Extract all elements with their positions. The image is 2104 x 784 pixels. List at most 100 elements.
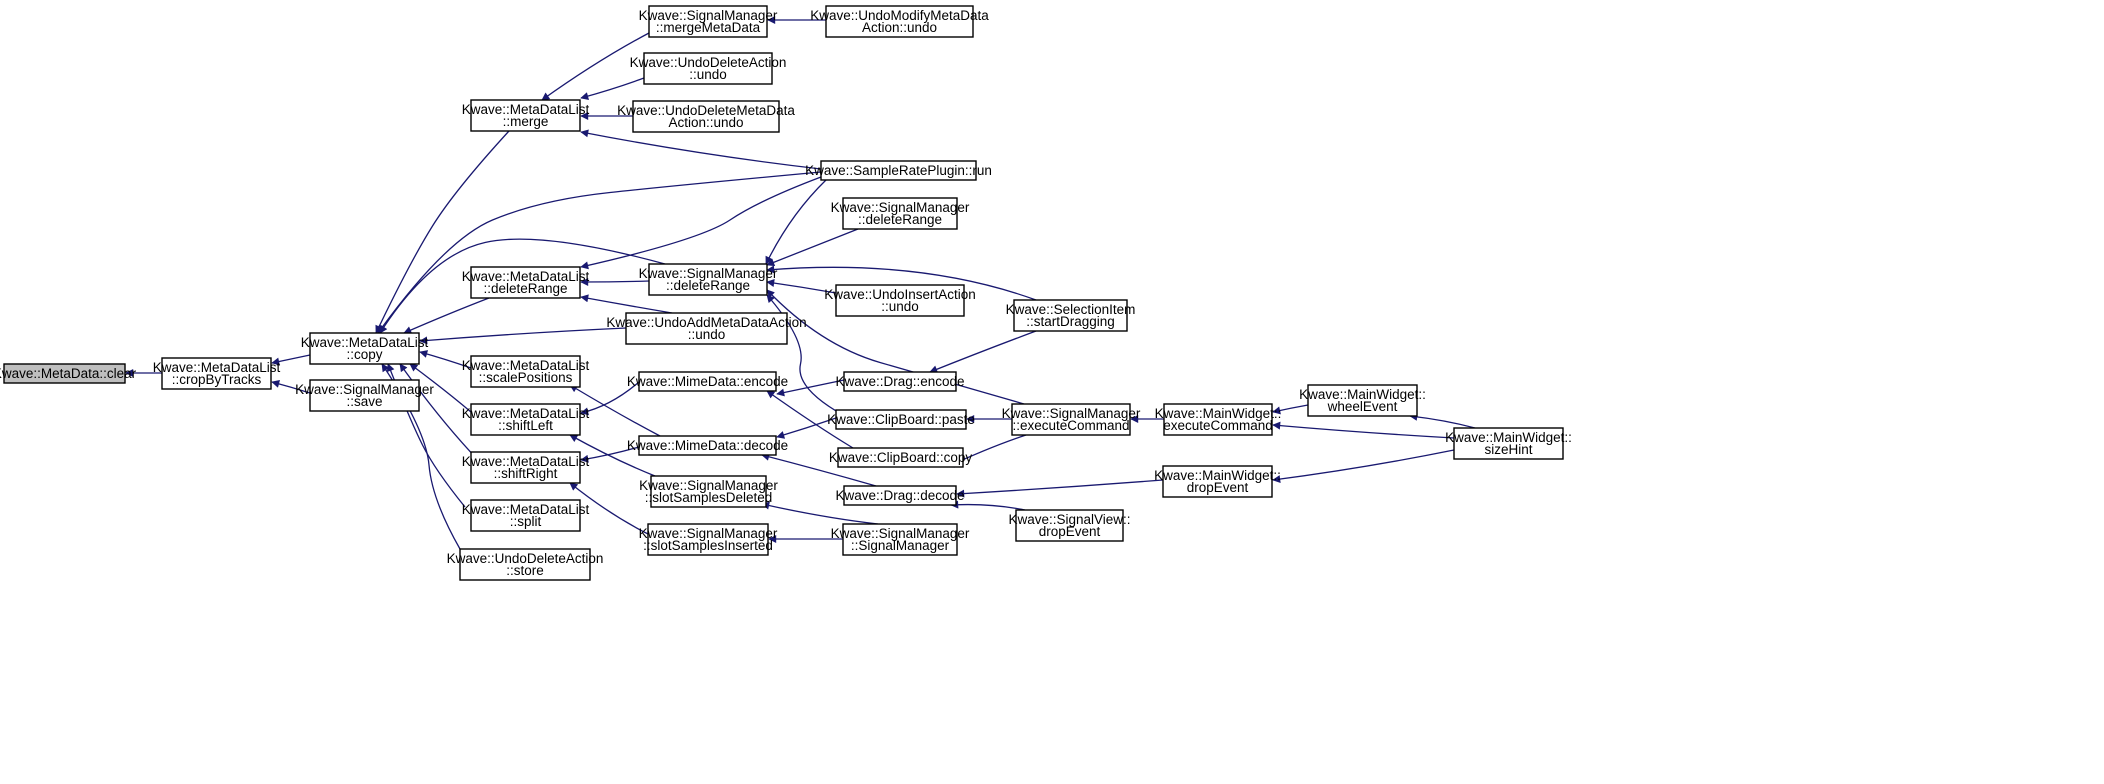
edge-mwSizeHint-to-mwExec bbox=[1272, 421, 1455, 439]
node-cbCopy[interactable]: Kwave::ClipBoard::copy bbox=[829, 447, 973, 468]
node-label-line: Kwave::UndoDeleteAction bbox=[630, 55, 787, 70]
edge-line bbox=[956, 479, 1164, 498]
node-udaStore[interactable]: Kwave::UndoDeleteAction::store bbox=[447, 548, 604, 581]
edge-line bbox=[375, 130, 510, 334]
node-srpRun[interactable]: Kwave::SampleRatePlugin::run bbox=[805, 160, 992, 181]
node-box bbox=[470, 99, 581, 132]
node-smExec[interactable]: Kwave::SignalManager::executeCommand bbox=[1002, 403, 1141, 436]
edge-line bbox=[580, 277, 650, 286]
node-label-line: Kwave::MainWidget:: bbox=[1154, 468, 1281, 483]
edge-line bbox=[761, 452, 877, 487]
node-udaUndo[interactable]: Kwave::UndoDeleteAction::undo bbox=[630, 52, 787, 85]
edge-line bbox=[409, 363, 472, 413]
node-label-line: Kwave::MimeData::decode bbox=[627, 438, 788, 453]
node-box bbox=[648, 5, 768, 38]
edge-line bbox=[379, 238, 666, 334]
node-mwExec[interactable]: Kwave::MainWidget::executeCommand bbox=[1155, 403, 1282, 436]
node-slotInserted[interactable]: Kwave::SignalManager::slotSamplesInserte… bbox=[639, 523, 778, 556]
edge-merge-to-copy bbox=[375, 130, 510, 334]
edge-mwWheel-to-mwExec bbox=[1272, 404, 1309, 415]
edge-siStartDrag-to-smDeleteRange bbox=[766, 265, 1037, 301]
edge-mergeMeta-to-merge bbox=[541, 32, 650, 101]
edge-line bbox=[761, 501, 879, 525]
edge-uiaUndo-to-smDeleteRange bbox=[766, 279, 837, 294]
node-uamdaUndo[interactable]: Kwave::UndoAddMetaDataAction::undo bbox=[606, 312, 807, 345]
edge-srpRun-to-smDeleteRange bbox=[765, 179, 827, 265]
node-copy[interactable]: Kwave::MetaDataList::copy bbox=[301, 332, 429, 365]
node-label-line: executeCommand bbox=[1163, 418, 1273, 433]
edge-line bbox=[580, 381, 640, 416]
node-shiftLeft[interactable]: Kwave::MetaDataList::shiftLeft bbox=[462, 403, 590, 436]
edge-dragDecode-to-mimeDecode bbox=[761, 452, 877, 487]
edge-dragEncode-to-mimeEncode bbox=[776, 379, 845, 397]
node-label-line: Kwave::Drag::encode bbox=[835, 374, 964, 389]
node-mergeMeta[interactable]: Kwave::SignalManager::mergeMetaData bbox=[639, 5, 778, 38]
node-label-line: Kwave::MainWidget:: bbox=[1445, 430, 1572, 445]
node-split[interactable]: Kwave::MetaDataList::split bbox=[462, 499, 590, 532]
node-cropByTracks[interactable]: Kwave::MetaDataList::cropByTracks bbox=[153, 357, 281, 390]
edge-mdlDeleteRange-to-copy bbox=[403, 297, 490, 334]
node-label-line: Kwave::UndoDeleteAction bbox=[447, 551, 604, 566]
node-label-line: ::deleteRange bbox=[483, 281, 567, 296]
node-siStartDrag[interactable]: Kwave::SelectionItem::startDragging bbox=[1006, 299, 1136, 332]
node-label-line: ::shiftLeft bbox=[498, 418, 553, 433]
node-box bbox=[638, 371, 777, 392]
node-label-line: Kwave::SampleRatePlugin::run bbox=[805, 163, 992, 178]
node-box bbox=[1011, 403, 1131, 436]
node-smCtor[interactable]: Kwave::SignalManager::SignalManager bbox=[831, 523, 970, 556]
edge-shiftRight-to-copy bbox=[399, 363, 479, 461]
node-label-line: Action::undo bbox=[862, 20, 937, 35]
node-box bbox=[1453, 427, 1564, 460]
edge-line bbox=[580, 294, 673, 314]
node-smDeleteRange2[interactable]: Kwave::SignalManager::deleteRange bbox=[831, 197, 970, 230]
node-uiaUndo[interactable]: Kwave::UndoInsertAction::undo bbox=[824, 284, 976, 317]
edge-line bbox=[580, 446, 640, 463]
node-mwWheel[interactable]: Kwave::MainWidget::wheelEvent bbox=[1299, 384, 1426, 417]
node-merge[interactable]: Kwave::MetaDataList::merge bbox=[462, 99, 590, 132]
edge-cbCopy-to-mimeEncode bbox=[766, 390, 854, 449]
node-label-line: Kwave::MetaDataList bbox=[462, 454, 590, 469]
node-box bbox=[842, 197, 958, 230]
node-slotDeleted[interactable]: Kwave::SignalManager::slotSamplesDeleted bbox=[639, 475, 778, 508]
node-mwDrop[interactable]: Kwave::MainWidget::dropEvent bbox=[1154, 465, 1281, 498]
node-label-line: Kwave::MetaDataList bbox=[462, 502, 590, 517]
edge-smDeleteRange-to-copy bbox=[379, 238, 666, 334]
node-box bbox=[309, 379, 420, 412]
node-label-line: ::shiftRight bbox=[494, 466, 558, 481]
edge-line bbox=[419, 350, 472, 369]
node-mimeEncode[interactable]: Kwave::MimeData::encode bbox=[627, 371, 788, 392]
node-box bbox=[1163, 403, 1273, 436]
node-mwSizeHint[interactable]: Kwave::MainWidget::sizeHint bbox=[1445, 427, 1572, 460]
edge-line bbox=[399, 363, 479, 461]
node-smSave[interactable]: Kwave::SignalManager::save bbox=[295, 379, 434, 412]
node-label-line: Kwave::UndoModifyMetaData bbox=[810, 8, 989, 23]
edge-smDeleteRange-to-mdlDeleteRange bbox=[580, 277, 650, 286]
node-label-line: Kwave::SignalManager bbox=[639, 478, 778, 493]
node-svDrop[interactable]: Kwave::SignalView::dropEvent bbox=[1008, 509, 1131, 542]
edge-smCtor-to-slotDeleted bbox=[761, 501, 879, 525]
node-box bbox=[835, 284, 965, 317]
node-dragDecode[interactable]: Kwave::Drag::decode bbox=[835, 485, 965, 506]
node-shiftRight[interactable]: Kwave::MetaDataList::shiftRight bbox=[462, 451, 590, 484]
node-label-line: ::deleteRange bbox=[858, 212, 942, 227]
node-box bbox=[647, 523, 769, 556]
node-box bbox=[650, 475, 767, 508]
node-label-line: dropEvent bbox=[1187, 480, 1249, 495]
node-cbPaste[interactable]: Kwave::ClipBoard::paste bbox=[827, 409, 975, 430]
node-mimeDecode[interactable]: Kwave::MimeData::decode bbox=[627, 435, 788, 456]
node-smDeleteRange[interactable]: Kwave::SignalManager::deleteRange bbox=[639, 263, 778, 296]
edge-line bbox=[541, 32, 650, 101]
node-dragEncode[interactable]: Kwave::Drag::encode bbox=[835, 371, 965, 392]
node-mdlDeleteRange[interactable]: Kwave::MetaDataList::deleteRange bbox=[462, 266, 590, 299]
node-scalePositions[interactable]: Kwave::MetaDataList::scalePositions bbox=[462, 355, 590, 388]
node-box bbox=[648, 263, 768, 296]
edge-line bbox=[580, 176, 822, 270]
node-label-line: ::store bbox=[506, 563, 544, 578]
edge-smDeleteRange2-to-smDeleteRange bbox=[766, 228, 859, 267]
node-box bbox=[843, 371, 957, 392]
node-label-line: ::undo bbox=[689, 67, 727, 82]
edge-line bbox=[271, 379, 311, 394]
